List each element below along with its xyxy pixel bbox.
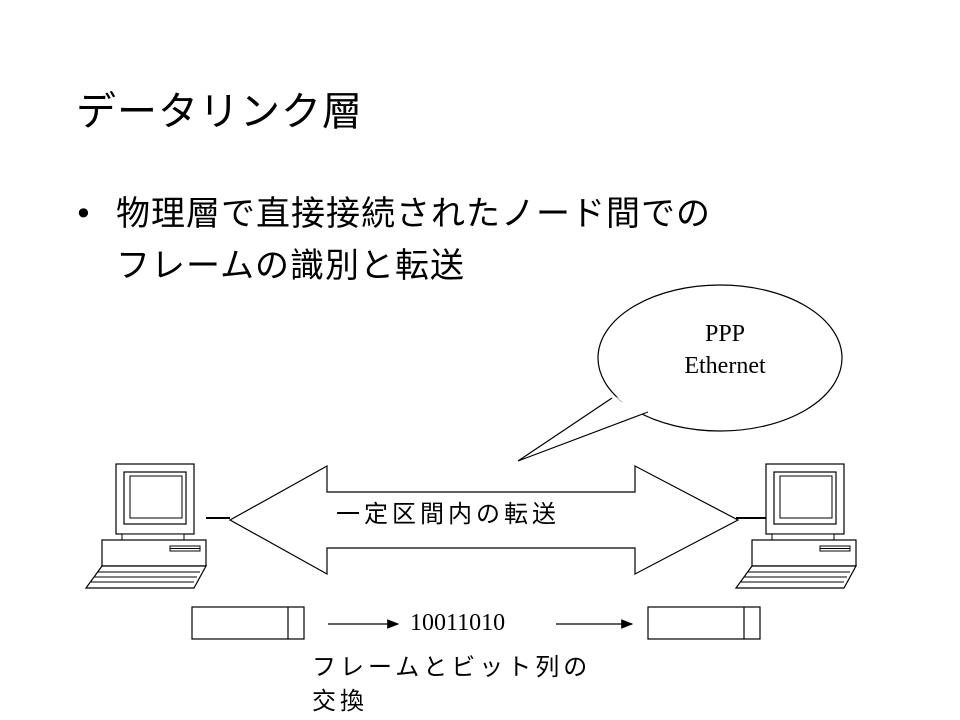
bubble-text: PPP Ethernet — [610, 318, 840, 382]
frame-left — [191, 606, 305, 640]
bullet-line-1: 物理層で直接接続されたノード間での — [116, 194, 711, 234]
bit-string: 10011010 — [410, 610, 506, 636]
speech-bubble — [517, 284, 843, 462]
double-arrow — [228, 464, 740, 576]
speech-bubble-tail — [517, 397, 649, 462]
caption-line-1: フレームとビット列の — [312, 653, 592, 681]
computer-right-icon — [734, 463, 858, 589]
bullet-text: 物理層で直接接続されたノード間での フレームの識別と転送 — [116, 188, 856, 292]
caption-line-2: 交換 — [312, 687, 368, 715]
speech-bubble-body — [597, 284, 843, 432]
arrow-label: 一定区間内の転送 — [336, 500, 560, 528]
bullet-marker: • — [74, 195, 93, 233]
slide-title: データリンク層 — [76, 89, 363, 135]
bubble-line-ppp: PPP — [704, 321, 746, 347]
computer-left-icon — [84, 463, 230, 589]
bullet-line-2: フレームの識別と転送 — [116, 246, 465, 286]
diagram-caption: フレームとビット列の 交換 — [312, 650, 642, 718]
frame-right — [647, 606, 761, 640]
bubble-line-ethernet: Ethernet — [684, 353, 766, 379]
